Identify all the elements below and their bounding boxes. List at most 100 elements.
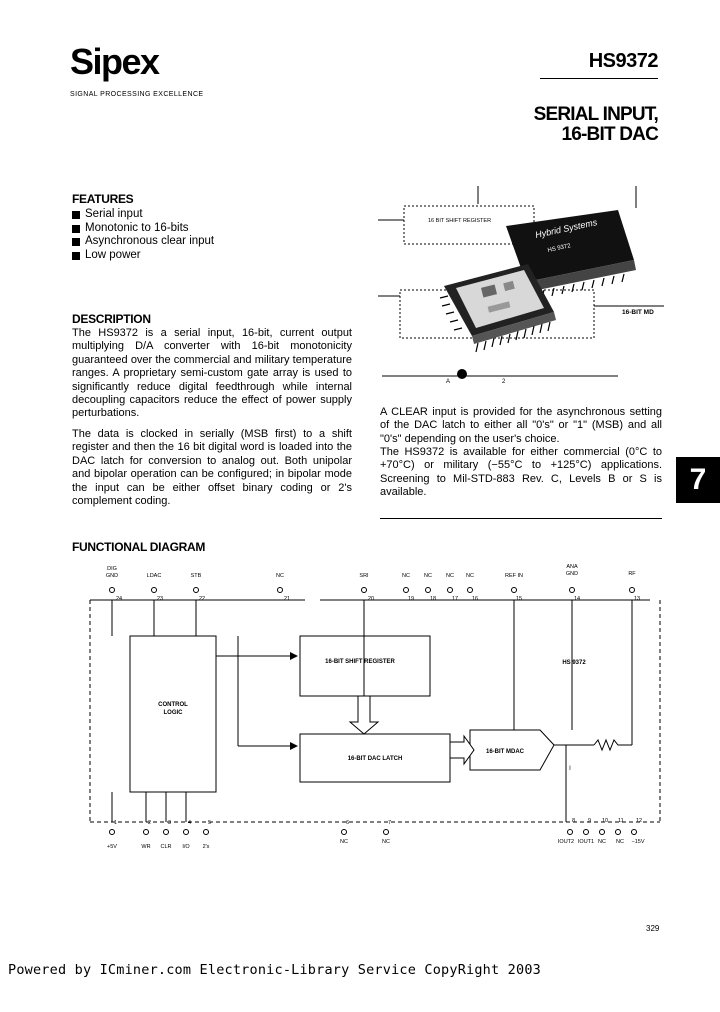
- photo-label-a: A: [446, 379, 450, 385]
- svg-text:HS 9372: HS 9372: [547, 243, 572, 254]
- pin-label: NC: [446, 573, 454, 579]
- pin-number: 10: [602, 818, 608, 824]
- pin-rf: [629, 587, 635, 593]
- section-tab: 7: [676, 457, 720, 503]
- pin-label: −15V: [632, 839, 645, 845]
- bullet-icon: [72, 238, 80, 246]
- device-label: HS 9372: [562, 660, 586, 666]
- pin-nc: [425, 587, 431, 593]
- pin-io: [183, 829, 189, 835]
- description-para-2: The data is clocked in serially (MSB fir…: [72, 428, 352, 508]
- mdac-block: [469, 729, 555, 771]
- page-number: 329: [646, 924, 660, 933]
- pin-number: 9: [588, 818, 591, 824]
- pin-label: NC: [276, 573, 284, 579]
- feature-item: Asynchronous clear input: [72, 235, 214, 249]
- pin-number: 17: [452, 596, 458, 602]
- pin-number: 12: [636, 818, 642, 824]
- pin-number: 14: [574, 596, 580, 602]
- latch-to-mdac-arrow: [449, 734, 475, 766]
- pin-nc: [615, 829, 621, 835]
- pin-number: 21: [284, 596, 290, 602]
- pin-number: 16: [472, 596, 478, 602]
- pin-number: 22: [199, 596, 205, 602]
- pin-number: 20: [368, 596, 374, 602]
- pin-label: IOUT1: [578, 839, 594, 845]
- pin-ldac: [151, 587, 157, 593]
- pin-number: 2: [148, 820, 151, 826]
- feature-item: Monotonic to 16-bits: [72, 222, 214, 236]
- pin-number: 4: [188, 820, 191, 826]
- pin-label: ANA: [566, 564, 578, 570]
- pin-label: I/O: [182, 844, 190, 850]
- description-para-3: A CLEAR input is provided for the asynch…: [380, 406, 662, 445]
- pin-nc: [599, 829, 605, 835]
- photo-shift-register-label: 16 BIT SHIFT REGISTER: [428, 218, 491, 224]
- pin-number: 24: [116, 596, 122, 602]
- pin-label: GND: [566, 571, 578, 577]
- pin-nc: [467, 587, 473, 593]
- pin-number: 1: [114, 820, 117, 826]
- pin-label: NC: [340, 839, 348, 845]
- arrowhead: [290, 652, 298, 660]
- description-para-4: The HS9372 is available for either comme…: [380, 446, 662, 499]
- pin-label: NC: [382, 839, 390, 845]
- pin-number: 7: [388, 820, 391, 826]
- bullet-icon: [72, 224, 80, 233]
- pin-nc: [447, 587, 453, 593]
- pin-clr: [163, 829, 169, 835]
- control-logic-label: CONTROL: [158, 702, 188, 708]
- pin-label: NC: [402, 573, 410, 579]
- bullet-icon: [72, 211, 80, 219]
- pin-label: NC: [466, 573, 474, 579]
- pin-label: GND: [106, 573, 118, 579]
- pin-sri: [361, 587, 367, 593]
- feature-item: Low power: [72, 249, 214, 263]
- logo-tagline: SIGNAL PROCESSING EXCELLENCE: [70, 91, 204, 98]
- header-rule: [540, 78, 658, 79]
- feature-item: Serial input: [72, 208, 214, 222]
- pin-iout1: [583, 829, 589, 835]
- pin-label: NC: [598, 839, 606, 845]
- pin-number: 3: [168, 820, 171, 826]
- bullet-icon: [72, 251, 80, 260]
- footer-text: Powered by ICminer.com Electronic-Librar…: [8, 962, 541, 978]
- functional-diagram: DIG GND LDAC STB NC SRI NC NC NC NC REF …: [89, 564, 661, 850]
- pin-label: SRI: [359, 573, 369, 579]
- pin-label: CLR: [160, 844, 171, 850]
- features-list: Serial input Monotonic to 16-bits Asynch…: [72, 208, 214, 262]
- pin-label: STB: [191, 573, 202, 579]
- pin-label: LDAC: [147, 573, 162, 579]
- pin-label: NC: [616, 839, 624, 845]
- control-logic-block: [129, 635, 217, 793]
- pin-number: 23: [157, 596, 163, 602]
- control-logic-label: LOGIC: [164, 710, 184, 716]
- features-heading: FEATURES: [72, 192, 134, 206]
- pin-label: RF: [628, 571, 636, 577]
- pin-number: 18: [430, 596, 436, 602]
- hybrid-chip-back: Hybrid Systems HS 9372: [506, 210, 636, 301]
- mdac-label: 16-BIT MDAC: [486, 749, 525, 755]
- pin-number: 13: [634, 596, 640, 602]
- photo-mdac-label: 16-BIT MD: [622, 309, 654, 316]
- feedback-resistor: [593, 738, 632, 752]
- pin-number: 19: [408, 596, 414, 602]
- pin-ref-in: [511, 587, 517, 593]
- pin-number: 8: [572, 818, 575, 824]
- pin-label: IOUT2: [558, 839, 574, 845]
- pin-stb: [193, 587, 199, 593]
- pin-number: 6: [346, 820, 349, 826]
- pin-number: 15: [516, 596, 522, 602]
- pin-label: 2's: [203, 844, 210, 850]
- arrowhead: [290, 742, 298, 750]
- pin-ana-gnd: [569, 587, 575, 593]
- pin-15v: [631, 829, 637, 835]
- photo-label-2: 2: [502, 379, 506, 385]
- functional-diagram-heading: FUNCTIONAL DIAGRAM: [72, 540, 206, 554]
- photo-node-dot: [457, 369, 467, 379]
- hybrid-chip-front: [439, 264, 556, 353]
- description-heading: DESCRIPTION: [72, 312, 151, 326]
- product-photo: Hybrid Systems HS 9372 16 BIT SHIFT REGI…: [378, 186, 664, 385]
- sr-to-latch-arrow: [348, 695, 380, 735]
- pin-label: +5V: [107, 844, 117, 850]
